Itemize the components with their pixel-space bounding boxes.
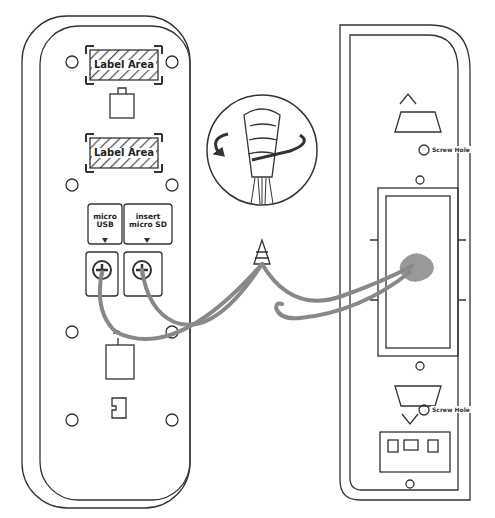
label-area: Label Area bbox=[90, 50, 158, 80]
label-text: Label Area bbox=[92, 148, 156, 159]
label-area: Label Area bbox=[90, 138, 158, 168]
port-label: micro USB bbox=[87, 213, 123, 229]
port-label: insert micro SD bbox=[123, 213, 173, 229]
port-slot: micro USB bbox=[87, 205, 123, 237]
label-text: Label Area bbox=[92, 60, 156, 71]
port-slot: insert micro SD bbox=[123, 205, 173, 237]
part-label: Screw Hole bbox=[431, 146, 471, 153]
part-label: Screw Hole bbox=[431, 406, 471, 413]
